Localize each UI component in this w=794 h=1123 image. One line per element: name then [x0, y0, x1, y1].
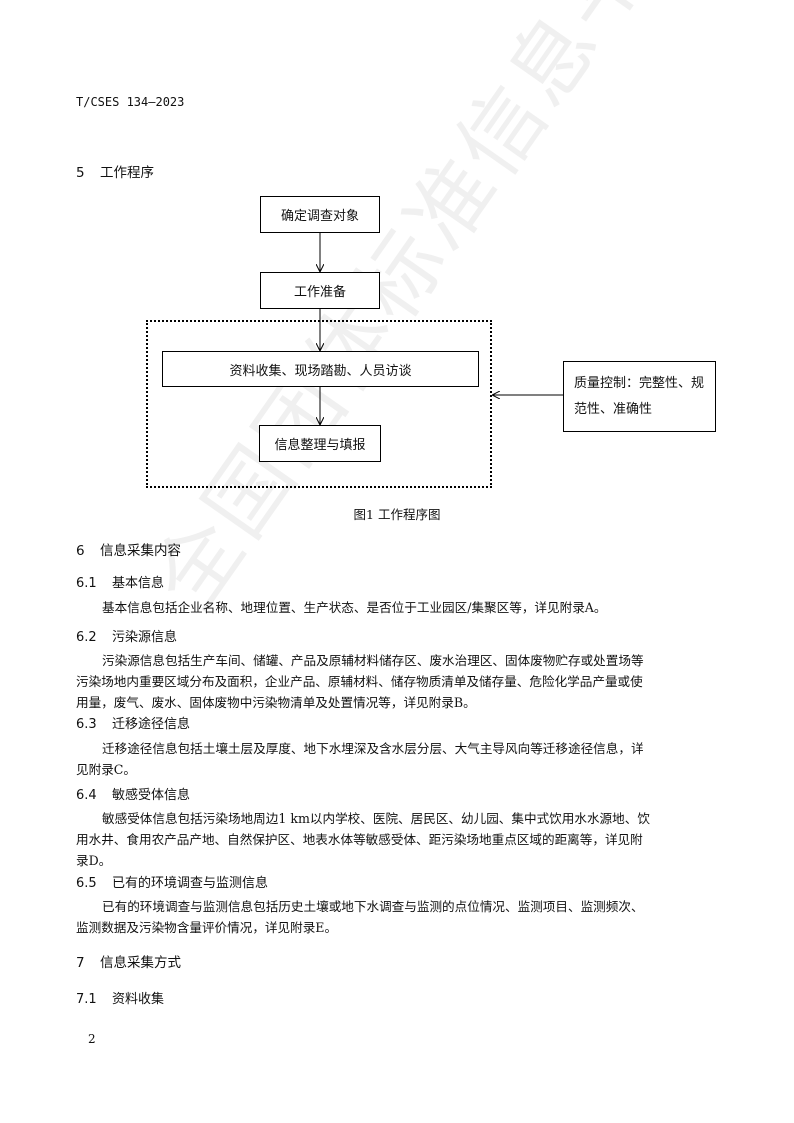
flow-step-preparation: 工作准备 [260, 272, 380, 309]
flow-quality-control: 质量控制：完整性、规 范性、准确性 [563, 361, 716, 432]
page-number: 2 [88, 1032, 96, 1046]
flow-dotted-group [146, 320, 492, 488]
quality-line-1: 质量控制：完整性、规 [574, 375, 705, 391]
section-6-2-text: 污染源信息包括生产车间、储罐、产品及原辅材料储存区、废水治理区、固体废物贮存或处… [76, 653, 644, 710]
section-6-4-text: 敏感受体信息包括污染场地周边1 km以内学校、医院、居民区、幼儿园、集中式饮用水… [76, 811, 650, 868]
document-id: T/CSES 134—2023 [76, 95, 185, 109]
section-6-3-text: 迁移途径信息包括土壤土层及厚度、地下水埋深及含水层分层、大气主导风向等迁移途径信… [76, 741, 644, 777]
flow-step-determine-target: 确定调查对象 [260, 196, 380, 233]
quality-line-2: 范性、准确性 [574, 401, 653, 417]
flow-arrows [0, 233, 563, 520]
section-6-5-text: 已有的环境调查与监测信息包括历史土壤或地下水调查与监测的点位情况、监测项目、监测… [76, 899, 644, 935]
flow-step-organize: 信息整理与填报 [259, 425, 381, 462]
section-6-1-text: 基本信息包括企业名称、地理位置、生产状态、是否位于工业园区/集聚区等，详见附录A… [102, 600, 607, 615]
flow-step-collection: 资料收集、现场踏勘、人员访谈 [162, 351, 479, 387]
figure-caption: 图1 工作程序图 [353, 507, 441, 522]
